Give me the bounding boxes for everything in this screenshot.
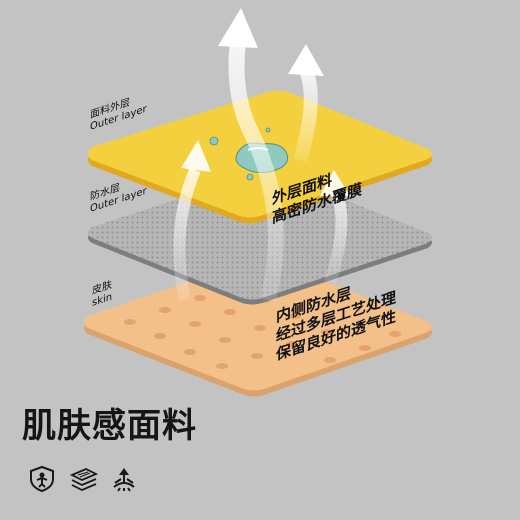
breathable-icon xyxy=(113,468,135,492)
airflow-arrows xyxy=(173,8,350,302)
person-shield-icon xyxy=(30,465,54,493)
skin-layer xyxy=(84,258,432,397)
layers-icon xyxy=(70,468,98,491)
page-title: 肌肤感面料 xyxy=(22,406,197,446)
skin-pores xyxy=(124,283,401,369)
